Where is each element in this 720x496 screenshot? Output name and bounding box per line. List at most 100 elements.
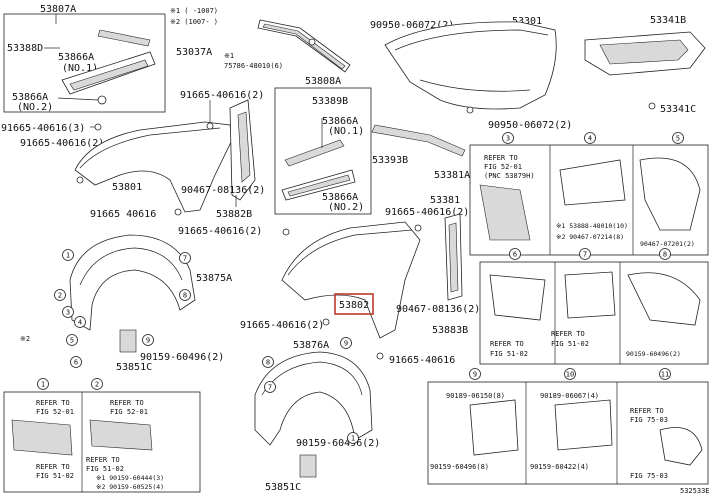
svg-text:※1 53888-48010(10): ※1 53888-48010(10): [556, 222, 628, 230]
callout-circle: [70, 356, 82, 368]
label-53875a: 53875A: [196, 273, 232, 284]
callout-circle: [340, 337, 352, 349]
label-91665-2a: 91665-40616(2): [20, 138, 104, 149]
callout-number: 4: [588, 135, 592, 143]
liner-53875a-group: 53875A 53851C 90159-60496(2) ※2: [20, 234, 232, 373]
bolt-icon: [94, 123, 102, 131]
detail-10-part: [554, 399, 613, 451]
callout-circle: [264, 381, 276, 393]
detail-7-part: [564, 271, 616, 319]
detail-row-bottom-right: 90189-06150(8) 90159-60496(8) 90189-0606…: [427, 381, 709, 485]
callout-number: 8: [183, 292, 187, 300]
svg-text:※1 90159-60444(3): ※1 90159-60444(3): [96, 474, 164, 482]
svg-text:(NO.2): (NO.2): [17, 102, 53, 113]
callout-circle: [54, 289, 66, 301]
label-53876a: 53876A: [293, 340, 329, 351]
svg-text:FIG 52-01: FIG 52-01: [36, 408, 74, 416]
detail-9-part: [469, 399, 519, 456]
svg-text:FIG 51-02: FIG 51-02: [551, 340, 589, 348]
callout-number: 9: [344, 340, 348, 348]
svg-text:(NO.2): (NO.2): [328, 202, 364, 213]
callout-circle: [659, 248, 671, 260]
callout-number: 3: [506, 135, 510, 143]
svg-text:90159-60496(8): 90159-60496(8): [430, 463, 489, 471]
callout-number: 8: [663, 251, 667, 259]
footnote-2: ※2 (1007- ): [170, 18, 218, 26]
svg-text:REFER TO: REFER TO: [630, 407, 664, 415]
callout-circle: [509, 248, 521, 260]
callout-circle: [659, 368, 671, 380]
fender-53801-group: 91665-40616(3) 91665-40616(2) 53801 9166…: [1, 90, 265, 237]
callout-circle: [262, 356, 274, 368]
label-53301: 53301: [512, 16, 542, 27]
seal-group: 53393B 53381A 53381 91665-40616(2): [371, 124, 470, 218]
svg-text:※1: ※1: [224, 52, 234, 60]
callout-number: 9: [473, 371, 477, 379]
label-53866a-no2-b: 53866A: [322, 192, 358, 203]
callout-number: 1: [41, 381, 45, 389]
callout-circle: [62, 306, 74, 318]
hood-53301-group: 90950-06072(2) 53301 90950-06072(2): [370, 16, 572, 131]
label-90159-2a: 90159-60496(2): [140, 352, 224, 363]
label-91665-2e: 91665-40616(2): [240, 320, 324, 331]
mudguard-53851c: [119, 329, 137, 353]
label-90950-2b: 90950-06072(2): [488, 120, 572, 131]
detail-2-part: [89, 419, 153, 451]
label-75786: 75786-48010(6): [224, 62, 283, 70]
label-53801: 53801: [112, 182, 142, 193]
svg-text:※2: ※2: [20, 335, 30, 343]
callout-circle: [179, 289, 191, 301]
label-53851c-b: 53851C: [265, 482, 301, 493]
svg-text:REFER TO: REFER TO: [36, 399, 70, 407]
label-53381a: 53381A: [434, 170, 470, 181]
callout-number: 5: [676, 135, 680, 143]
label-91665-2c: 91665-40616(2): [178, 226, 262, 237]
svg-text:FIG 52-01: FIG 52-01: [484, 163, 522, 171]
label-53866a-no1: 53866A: [58, 52, 94, 63]
callout-number: 11: [661, 371, 669, 379]
callout-circle: [579, 248, 591, 260]
label-91665-3: 91665-40616(3): [1, 123, 85, 134]
label-53037a: 53037A: [176, 47, 212, 58]
label-53341c: 53341C: [660, 104, 696, 115]
label-91665-2d: 91665-40616(2): [385, 207, 469, 218]
callout-number: 3: [66, 309, 70, 317]
svg-text:FIG 51-02: FIG 51-02: [36, 472, 74, 480]
callout-circle: [469, 368, 481, 380]
liner-53876a-group: 53876A 90159-60496(2) 53851C: [254, 340, 380, 493]
label-53388d: 53388D: [7, 43, 43, 54]
callout-number: 4: [78, 319, 82, 327]
label-53851c: 53851C: [116, 362, 152, 373]
fender-53801: [74, 121, 233, 213]
label-53381: 53381: [430, 195, 460, 206]
callout-circle: [672, 132, 684, 144]
callout-circle: [74, 316, 86, 328]
fender-53802: [281, 221, 421, 339]
callout-number: 2: [58, 292, 62, 300]
callout-circle: [142, 334, 154, 346]
svg-text:FIG 75-03: FIG 75-03: [630, 472, 668, 480]
svg-text:(NO.1): (NO.1): [328, 126, 364, 137]
detail-4-part: [559, 159, 626, 206]
callout-number: 6: [513, 251, 517, 259]
label-53393b: 53393B: [372, 155, 408, 166]
label-53866a-no2: 53866A: [12, 92, 48, 103]
label-53883b: 53883B: [432, 325, 468, 336]
svg-text:90189-06150(8): 90189-06150(8): [446, 392, 505, 400]
callout-circle: [502, 132, 514, 144]
svg-text:REFER TO: REFER TO: [484, 154, 518, 162]
svg-text:※2 90159-60525(4): ※2 90159-60525(4): [96, 483, 164, 491]
label-53341b: 53341B: [650, 15, 686, 26]
callout-circle: [66, 334, 78, 346]
svg-text:90159-60496(2): 90159-60496(2): [626, 350, 681, 358]
label-53389b: 53389B: [312, 96, 348, 107]
callout-number: 1: [351, 435, 355, 443]
callout-number: 10: [566, 371, 574, 379]
svg-text:90159-60422(4): 90159-60422(4): [530, 463, 589, 471]
svg-text:REFER TO: REFER TO: [490, 340, 524, 348]
callout-number: 7: [583, 251, 587, 259]
detail-11-part: [659, 427, 703, 466]
strip-53389b: [284, 139, 345, 167]
callout-number: 6: [74, 359, 78, 367]
